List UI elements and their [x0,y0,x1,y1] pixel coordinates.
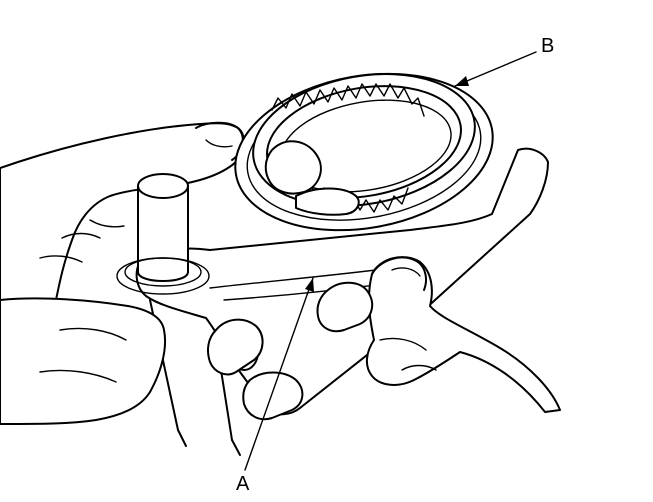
left-thumb [264,140,360,216]
lower-left-hand [0,297,166,425]
right-hand [366,256,561,413]
guide-post [116,173,210,295]
callout-a-leader [244,277,314,471]
left-hand [0,121,245,301]
lower-fingers [207,281,374,421]
callout-leaders [244,51,537,471]
callout-b-label: B [541,35,554,57]
callout-a-arrowhead [305,278,314,292]
callout-a-label: A [236,473,250,495]
callout-b-arrowhead [455,76,469,86]
callout-b-leader [454,51,537,87]
